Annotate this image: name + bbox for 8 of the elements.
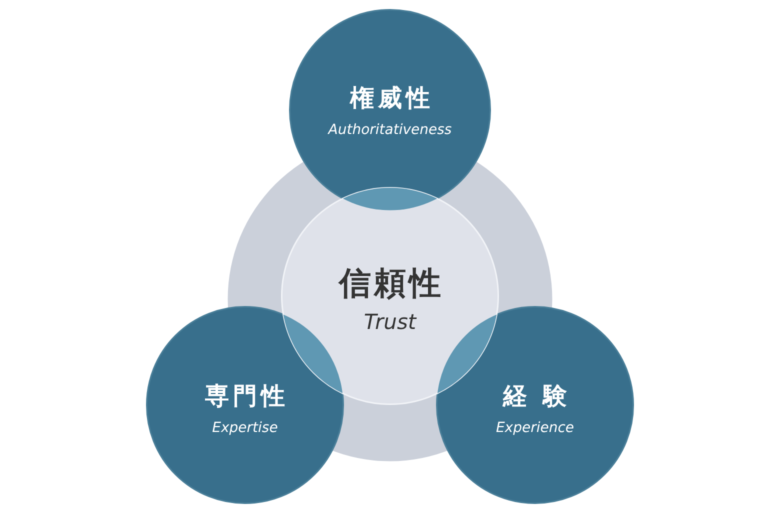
node-subtitle: Experience	[496, 418, 574, 436]
node-subtitle: Trust	[364, 310, 416, 334]
node-title: 専門性	[205, 382, 289, 410]
node-subtitle: Authoritativeness	[328, 120, 452, 138]
node-title: 信頼性	[339, 264, 444, 302]
node-title: 権威性	[350, 84, 434, 112]
node-subtitle: Expertise	[212, 418, 278, 436]
node-title: 経 験	[502, 382, 572, 410]
